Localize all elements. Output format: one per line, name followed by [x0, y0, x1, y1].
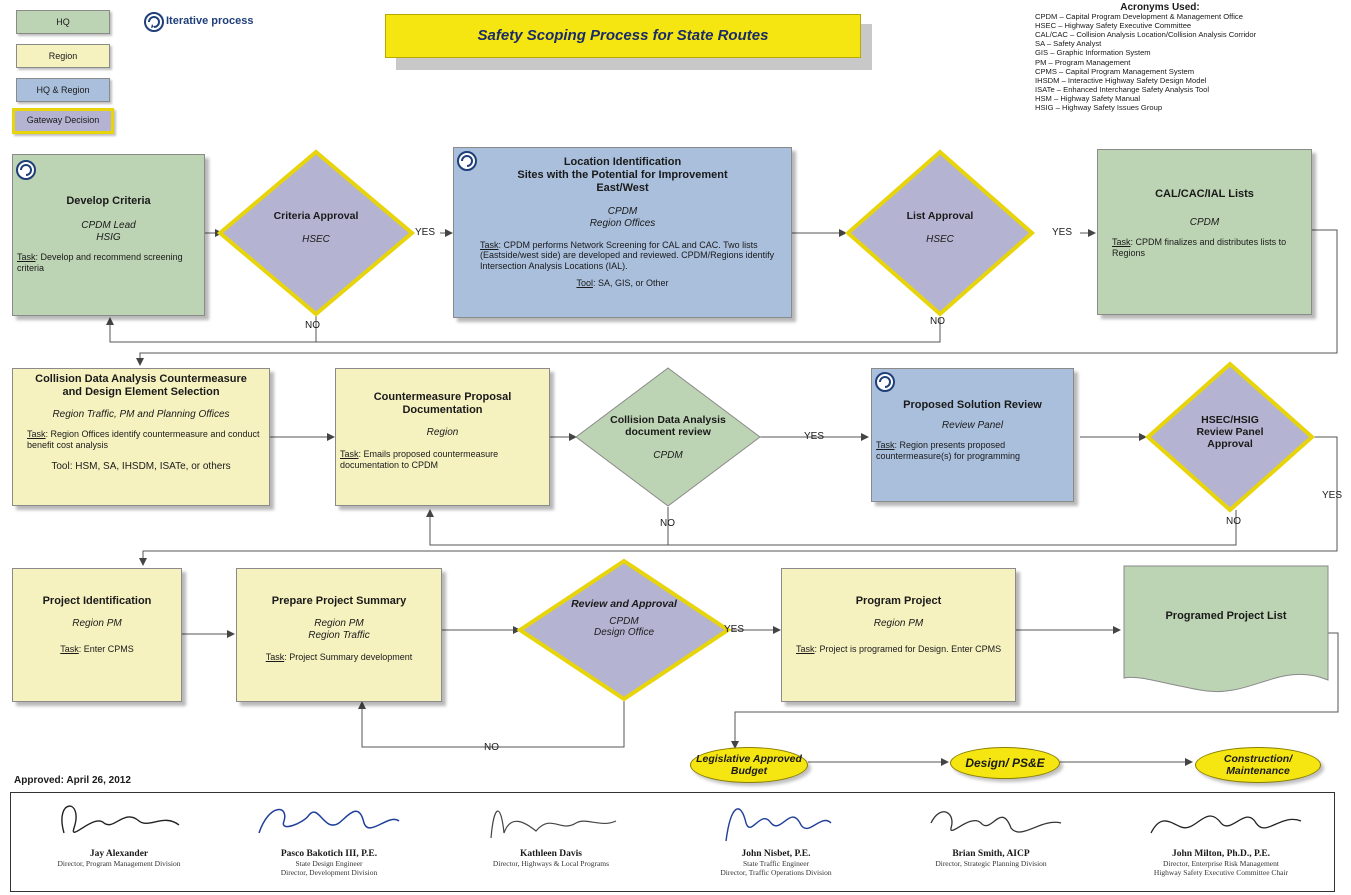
no-label: NO — [484, 742, 499, 753]
handwritten-signature — [258, 808, 400, 834]
signature-block: Brian Smith, AICP Director, Strategic Pl… — [891, 793, 1091, 893]
proposed-solution-review-box: Proposed Solution Review Review Panel Ta… — [871, 368, 1074, 502]
list-approval-diamond — [844, 149, 1036, 317]
list-approval-text: List Approval HSEC — [906, 210, 974, 245]
no-label: NO — [1226, 516, 1241, 527]
programed-project-list-text: Programed Project List — [1165, 610, 1287, 622]
signature-block: Kathleen Davis Director, Highways & Loca… — [451, 793, 651, 893]
acronyms-heading: Acronyms Used: — [1120, 2, 1200, 13]
acronym-item: GIS – Graphic Information System — [1035, 48, 1151, 58]
acronym-item: HSM – Highway Safety Manual — [1035, 93, 1141, 103]
legend-hq: HQ — [16, 10, 110, 34]
signature-panel: Jay Alexander Director, Program Manageme… — [10, 792, 1335, 892]
criteria-approval-text: Criteria Approval HSEC — [273, 210, 359, 245]
acronym-item: SA – Safety Analyst — [1035, 39, 1102, 49]
location-task: Task: CPDM performs Network Screening fo… — [480, 239, 775, 272]
yes-label: YES — [1322, 490, 1343, 501]
acronym-item: HSIG – Highway Safety Issues Group — [1035, 103, 1163, 113]
signature-block: Jay Alexander Director, Program Manageme… — [19, 793, 219, 893]
doc-review-diamond — [575, 367, 761, 507]
acronym-item: PM – Program Management — [1035, 57, 1131, 67]
gateway-diamonds — [216, 149, 1316, 702]
doc-review-text: Collision Data Analysis document review … — [610, 414, 726, 461]
solution-task: Task: Region presents proposed counterme… — [876, 440, 1021, 461]
panel-approval-diamond — [1144, 361, 1316, 513]
acronyms-list: Acronyms Used: CPDM – Capital Program De… — [1035, 2, 1345, 113]
proposal-task: Task: Emails proposed countermeasure doc… — [340, 449, 499, 471]
location-tool: Tool: SA, GIS, or Other — [576, 277, 669, 288]
signature-block: John Nisbet, P.E. State Traffic Engineer… — [676, 793, 876, 893]
signature-block: Pasco Bakotich III, P.E. State Design En… — [229, 793, 429, 893]
review-approval-diamond — [516, 558, 732, 702]
collision-data-analysis-box: Collision Data Analysis Countermeasure a… — [12, 368, 270, 506]
handwritten-signature — [1150, 815, 1302, 834]
develop-criteria-title: Develop Criteria — [66, 195, 151, 207]
construction-maintenance-oval: Construction/ Maintenance — [1195, 747, 1321, 783]
signature-block: John Milton, Ph.D., P.E. Director, Enter… — [1116, 793, 1326, 893]
countermeasure-proposal-box: Countermeasure Proposal Documentation Re… — [335, 368, 550, 506]
yes-label: YES — [415, 227, 436, 238]
cal-cac-ial-lists-box: CAL/CAC/IAL Lists CPDM Task: CPDM finali… — [1097, 149, 1312, 315]
program-task: Task: Project is programed for Design. E… — [796, 644, 1002, 655]
legislative-budget-oval: Legislative Approved Budget — [690, 747, 808, 783]
project-identification-box: Project Identification Region PM Task: E… — [12, 568, 182, 702]
legend-gateway: Gateway Decision — [12, 108, 114, 134]
iterative-process-label: Iterative process — [166, 15, 254, 27]
yes-label: YES — [724, 624, 745, 635]
iterative-process-icon — [875, 372, 895, 392]
project-id-task: Task: Enter CPMS — [60, 644, 134, 655]
develop-criteria-box: Develop Criteria CPDM Lead HSIG Task: De… — [12, 154, 205, 316]
location-identification-box: Location Identification Sites with the P… — [453, 147, 792, 318]
review-approval-text: Review and Approval CPDM Design Office — [571, 598, 677, 638]
panel-approval-text: HSEC/HSIG Review Panel Approval — [1196, 414, 1264, 450]
criteria-approval-diamond — [216, 149, 416, 317]
legend-hq-region: HQ & Region — [16, 78, 110, 102]
collision-tool: Tool: HSM, SA, IHSDM, ISATe, or others — [51, 460, 231, 472]
iterative-process-icon — [16, 160, 36, 180]
acronym-item: CPDM – Capital Program Development & Man… — [1035, 12, 1243, 22]
design-pse-oval: Design/ PS&E — [950, 747, 1060, 779]
handwritten-signature — [61, 805, 180, 834]
approved-date: Approved: April 26, 2012 — [14, 775, 131, 786]
summary-task: Task: Project Summary development — [265, 652, 413, 663]
page-title: Safety Scoping Process for State Routes — [385, 14, 861, 58]
acronym-item: ISATe – Enhanced Interchange Safety Anal… — [1035, 84, 1210, 94]
no-label: NO — [930, 316, 945, 327]
develop-criteria-lead2: HSIG — [96, 232, 121, 244]
iterative-process-icon — [144, 12, 164, 32]
collision-task: Task: Region Offices identify countermea… — [27, 429, 260, 451]
acronym-item: IHSDM – Interactive Highway Safety Desig… — [1035, 75, 1207, 85]
lists-task: Task: CPDM finalizes and distributes lis… — [1112, 237, 1287, 258]
develop-criteria-lead: CPDM Lead — [81, 220, 136, 232]
handwritten-signature — [930, 811, 1062, 833]
iterative-process-icon — [457, 151, 477, 171]
programed-list-shape — [1123, 565, 1329, 692]
program-project-box: Program Project Region PM Task: Project … — [781, 568, 1016, 702]
acronym-item: CPMS – Capital Program Management System — [1035, 66, 1195, 76]
yes-label: YES — [804, 431, 825, 442]
handwritten-signature — [725, 808, 832, 842]
handwritten-signature — [490, 810, 617, 839]
acronym-item: HSEC – Highway Safety Executive Committe… — [1035, 21, 1192, 31]
develop-criteria-task: Task: Develop and recommend screening cr… — [17, 252, 183, 273]
acronym-item: CAL/CAC – Collision Analysis Location/Co… — [1035, 30, 1257, 40]
yes-label: YES — [1052, 227, 1073, 238]
no-label: NO — [305, 320, 320, 331]
no-label: NO — [660, 518, 675, 529]
legend-region: Region — [16, 44, 110, 68]
prepare-project-summary-box: Prepare Project Summary Region PM Region… — [236, 568, 442, 702]
